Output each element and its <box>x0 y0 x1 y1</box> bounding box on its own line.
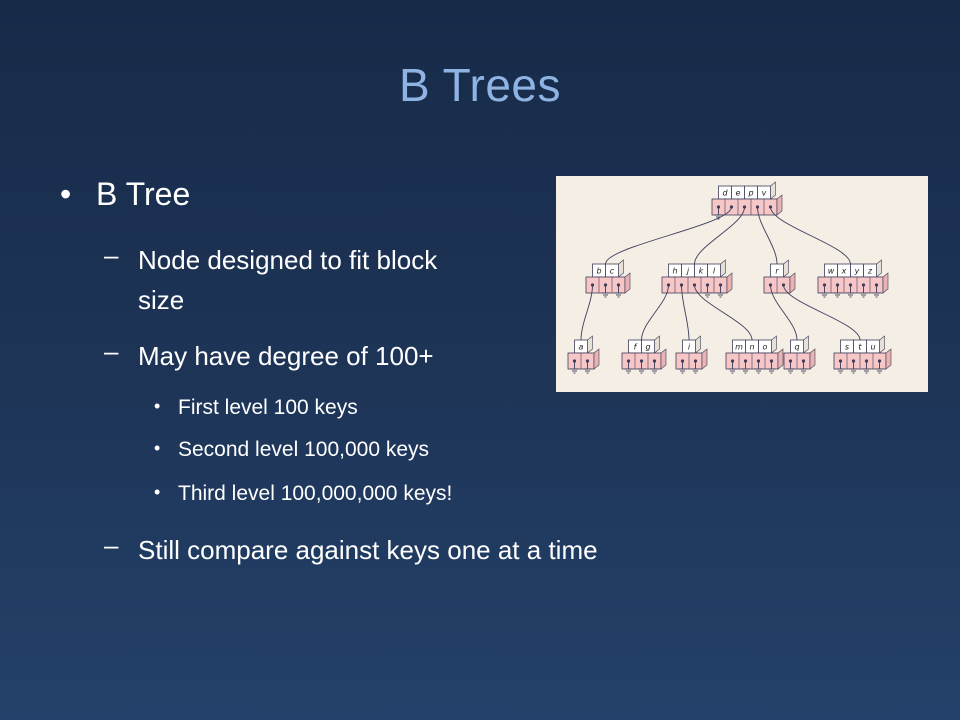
key-label: t <box>858 343 862 352</box>
pointer-dot <box>864 359 869 363</box>
edge-bc-to-a <box>580 284 593 341</box>
pointer-dot <box>851 359 856 363</box>
edge-root-to-bc <box>605 206 732 265</box>
bullet-dot: • <box>154 396 161 416</box>
key-label: i <box>688 343 691 352</box>
key-row-side <box>876 259 882 278</box>
pointer-row-side <box>776 194 783 216</box>
pointer-dot <box>788 359 793 363</box>
pointer-dot <box>626 359 631 363</box>
pointer-row-side <box>593 348 600 370</box>
pointer-dot <box>730 359 735 363</box>
bullet-dot: • <box>60 176 72 212</box>
key-label: g <box>645 343 650 352</box>
pointer-row-side <box>789 272 796 294</box>
key-label: y <box>854 267 860 276</box>
key-row-side <box>654 335 660 354</box>
pointer-dot <box>756 359 761 363</box>
edge-hjkl-to-i <box>681 284 690 341</box>
key-label: e <box>736 189 741 198</box>
edge-r-to-q <box>770 284 798 341</box>
pointer-dot <box>680 359 685 363</box>
key-label: w <box>828 267 835 276</box>
pointer-row-side <box>726 272 733 294</box>
pointer-dot <box>693 359 698 363</box>
dash-mark: – <box>104 336 119 366</box>
dash-mark: – <box>104 530 119 560</box>
pointer-dot <box>743 359 748 363</box>
pointer-dot <box>639 359 644 363</box>
key-label: u <box>870 343 875 352</box>
pointer-dot <box>769 359 774 363</box>
pointer-row-side <box>882 272 889 294</box>
key-row-side <box>770 181 776 200</box>
pointer-row-side <box>624 272 631 294</box>
key-label: h <box>672 267 677 276</box>
key-label: m <box>735 343 743 352</box>
pointer-dot <box>652 359 657 363</box>
pointer-dot <box>838 359 843 363</box>
key-label: q <box>794 343 799 352</box>
key-row-side <box>803 335 809 354</box>
sub-bullet-text: May have degree of 100+ <box>138 341 434 371</box>
key-label: k <box>699 267 704 276</box>
key-label: r <box>775 267 779 276</box>
bullet-text: B Tree <box>96 176 191 212</box>
level-text: Third level 100,000,000 keys! <box>178 482 453 505</box>
dash-mark: – <box>104 240 119 270</box>
key-label: b <box>596 267 601 276</box>
edge-root-to-hjkl <box>694 206 745 265</box>
sub-bullet-text: Still compare against keys one at a time <box>138 535 598 565</box>
key-label: f <box>634 343 638 352</box>
pointer-dot <box>877 359 882 363</box>
key-row-side <box>879 335 885 354</box>
key-label: a <box>579 343 584 352</box>
pointer-dot <box>585 359 590 363</box>
edge-root-to-wxyz <box>770 206 851 265</box>
key-label: s <box>845 343 849 352</box>
key-row-side <box>695 335 701 354</box>
level-text: First level 100 keys <box>178 396 358 419</box>
sub-bullet-text: Node designed to fit block size <box>138 245 438 315</box>
pointer-row-side <box>777 348 784 370</box>
key-label: v <box>762 189 767 198</box>
key-row-side <box>783 259 789 278</box>
key-label: l <box>713 267 716 276</box>
pointer-row-side <box>660 348 667 370</box>
key-label: p <box>747 189 753 198</box>
key-label: z <box>867 267 873 276</box>
pointer-row-side <box>885 348 892 370</box>
key-row-side <box>618 259 624 278</box>
key-label: d <box>722 189 728 198</box>
key-row-side <box>720 259 726 278</box>
pointer-dot <box>572 359 577 363</box>
edge-hjkl-to-mno <box>694 284 753 341</box>
key-label: n <box>749 343 754 352</box>
pointer-dot <box>801 359 806 363</box>
key-label: o <box>763 343 768 352</box>
bullet-dot: • <box>154 438 161 458</box>
key-label: c <box>610 267 615 276</box>
pointer-row-side <box>809 348 816 370</box>
pointer-row-side <box>701 348 708 370</box>
slide-title: B Trees <box>398 59 561 111</box>
level-text: Second level 100,000 keys <box>178 438 430 461</box>
key-label: x <box>841 267 847 276</box>
key-row-side <box>587 335 593 354</box>
key-row-side <box>771 335 777 354</box>
edge-root-to-r <box>757 206 778 265</box>
edge-r-to-stu <box>783 284 861 341</box>
key-label: j <box>686 267 690 276</box>
edge-hjkl-to-fg <box>641 284 669 341</box>
bullet-dot: • <box>154 482 161 502</box>
